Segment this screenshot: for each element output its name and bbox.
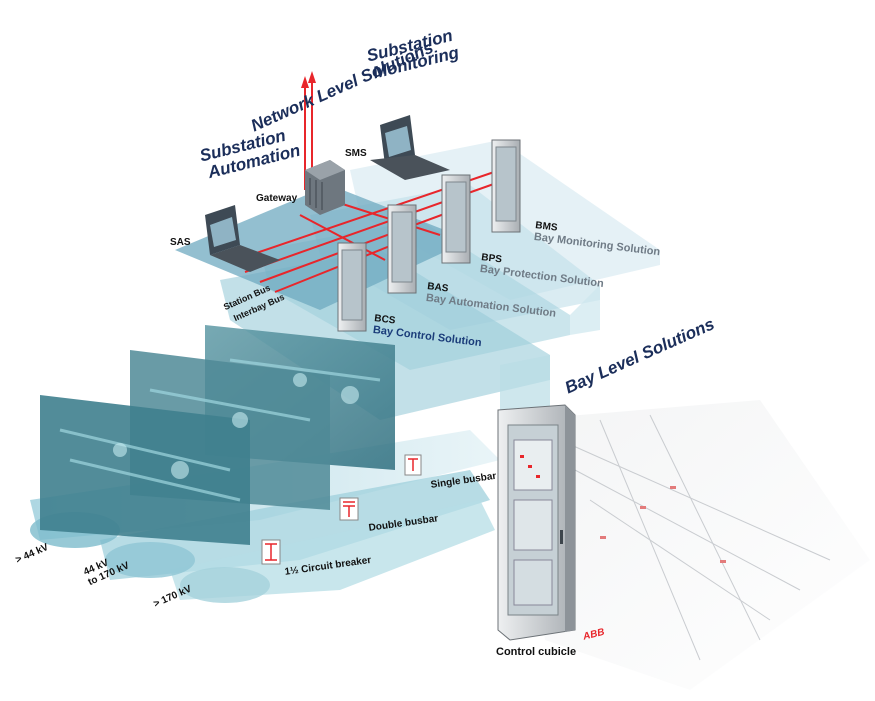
one-half-breaker-icon	[261, 539, 281, 565]
switchyard-photos	[40, 325, 395, 545]
bms-cabinet-icon	[491, 139, 521, 233]
label-sas: SAS	[170, 237, 191, 248]
label-control-cubicle: Control cubicle	[496, 646, 577, 658]
mimic-floor	[520, 400, 870, 690]
uplink-arrow-2	[308, 71, 316, 83]
bps-cabinet-icon	[441, 174, 471, 264]
double-busbar-icon	[339, 497, 359, 521]
single-busbar-icon	[404, 454, 422, 476]
uplink-arrow-1	[301, 76, 309, 88]
control-cubicle-icon	[497, 404, 576, 641]
bas-cabinet-icon	[387, 204, 417, 294]
bcs-cabinet-icon	[337, 242, 367, 332]
gateway-rack-icon	[305, 160, 345, 215]
sms-laptop-icon	[370, 115, 450, 180]
label-gateway: Gateway	[256, 193, 298, 204]
label-sms: SMS	[345, 148, 367, 159]
sas-laptop-icon	[205, 205, 280, 272]
